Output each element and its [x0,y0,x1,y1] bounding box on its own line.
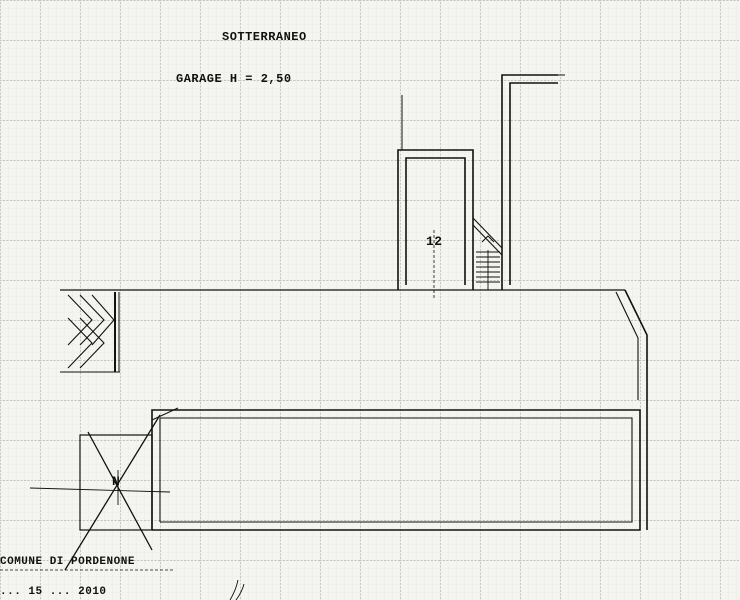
plan-subtitle: GARAGE H = 2,50 [176,72,292,86]
room-number: 12 [426,234,443,249]
garage-inner-wall [159,417,633,523]
left-room [79,434,153,531]
ground-level-line [29,487,171,493]
municipality-label: COMUNE DI PORDENONE [0,556,135,568]
staircase [472,217,503,290]
bottom-date-label: ... 15 ... 2010 [0,586,107,598]
compass-label: N [112,474,121,489]
plan-title: SOTTERRANEO [222,30,307,44]
right-room-inner-wall [509,82,558,285]
garage-door-swing [151,407,179,421]
corridor-right-bevel [624,289,648,530]
bottom-sketch-stroke [229,579,245,600]
corridor-right-bevel-inner [615,291,639,400]
room-12-wall [397,149,474,290]
room-12-inner-wall [405,157,466,285]
left-room-cross-a [64,414,161,571]
north-arrow-hatch [60,292,120,373]
